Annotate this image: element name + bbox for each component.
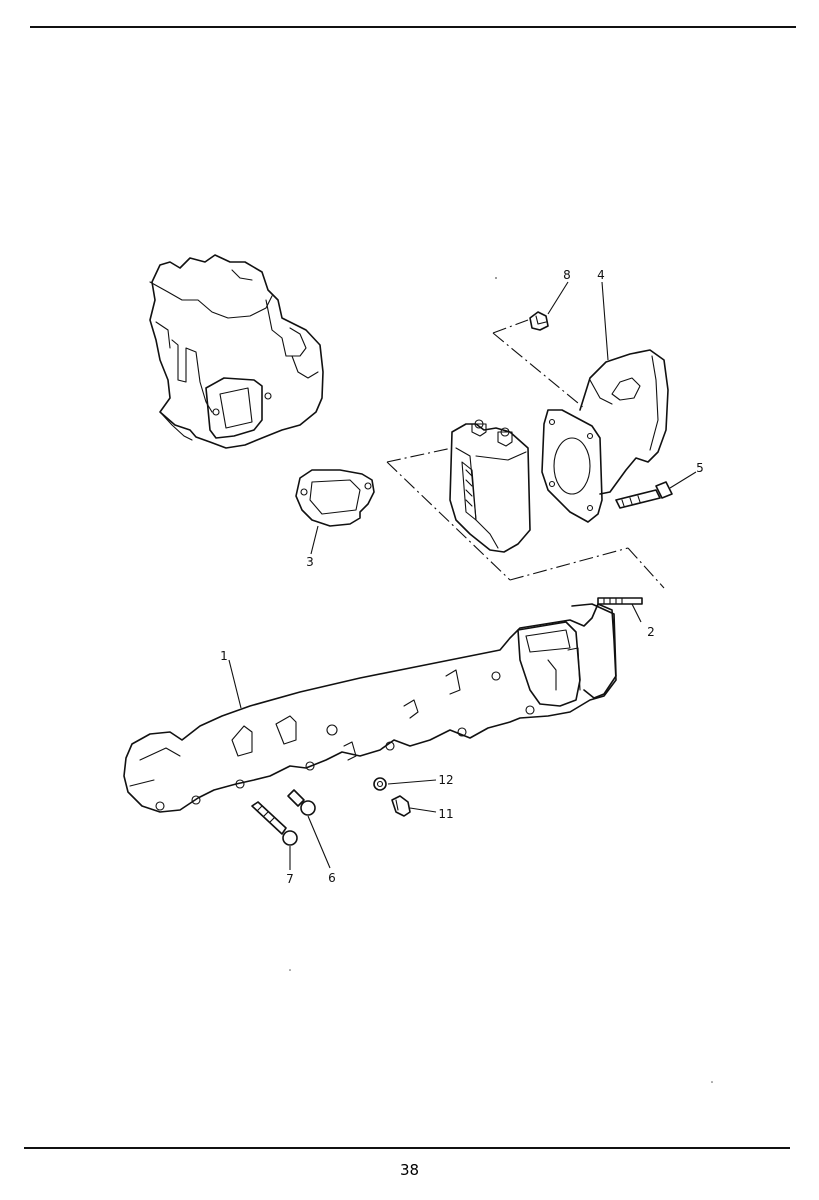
cylinder-head-illustration [149,254,324,449]
callout-label-4: 4 [597,268,605,282]
callout-label-7: 7 [286,872,294,886]
callout-label-3: 3 [306,555,314,569]
washer-part [373,777,387,791]
callout-label-8: 8 [563,268,571,282]
callout-label-12: 12 [438,773,453,787]
top-rule [30,26,796,28]
nut-part [529,311,549,331]
bolt-5-part [615,481,673,509]
plug-part [391,795,411,817]
bolt-7-part [251,801,298,846]
stud-part [597,597,643,605]
callout-label-6: 6 [328,871,336,885]
callout-leader-lines [228,281,697,870]
elbow-part [579,349,669,495]
gasket-part [295,469,375,527]
bottom-rule [24,1147,790,1149]
callout-label-5: 5 [696,461,704,475]
assembly-center-lines [386,319,665,589]
callout-label-2: 2 [647,625,655,639]
bolt-6-part [287,789,316,816]
scan-specks [289,277,713,1083]
flange-plate-part [541,409,603,523]
callout-label-1: 1 [220,649,228,663]
exhaust-manifold-part [123,603,617,813]
page-number: 38 [399,1161,420,1179]
callout-labels: 1 2 3 4 5 6 7 8 11 12 [220,268,704,886]
adapter-block-part [449,419,531,553]
callout-label-11: 11 [438,807,453,821]
